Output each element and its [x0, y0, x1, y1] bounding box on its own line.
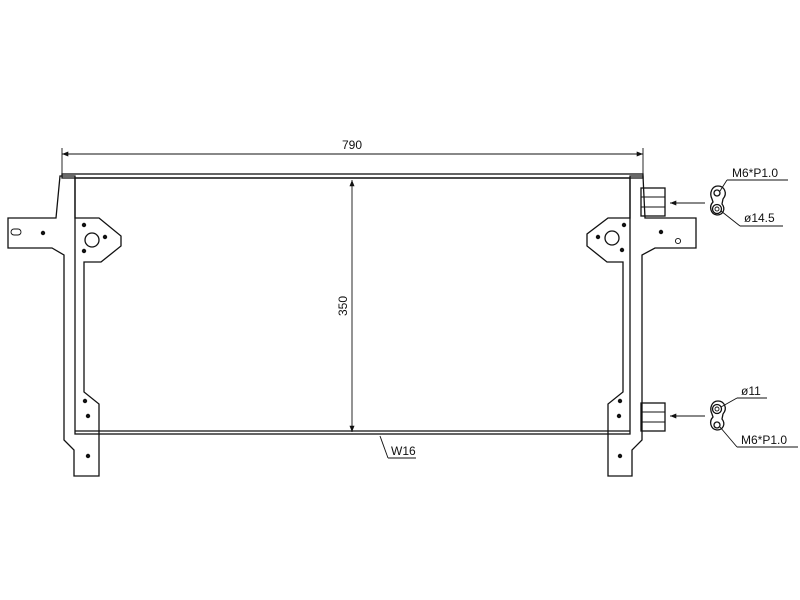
- thickness-label: W16: [391, 444, 416, 458]
- condenser-core: [74, 177, 631, 435]
- thickness-leader: W16: [379, 435, 416, 459]
- height-label: 350: [336, 296, 350, 316]
- upper-flange-detail: M6*P1.0 ø14.5: [710, 166, 788, 227]
- lower-fitting-block: [640, 402, 705, 432]
- right-mounting-bracket: [586, 175, 697, 477]
- upper-thread-label: M6*P1.0: [732, 166, 778, 180]
- width-label: 790: [342, 138, 362, 152]
- lower-thread-label: M6*P1.0: [741, 433, 787, 447]
- upper-bore-label: ø14.5: [744, 211, 775, 225]
- upper-fitting-block: [640, 187, 705, 217]
- lower-bore-label: ø11: [741, 384, 761, 398]
- lower-flange-detail: ø11 M6*P1.0: [710, 384, 798, 448]
- left-mounting-bracket: [7, 175, 122, 477]
- width-dimension: 790: [61, 138, 644, 176]
- height-dimension: 350: [336, 180, 355, 432]
